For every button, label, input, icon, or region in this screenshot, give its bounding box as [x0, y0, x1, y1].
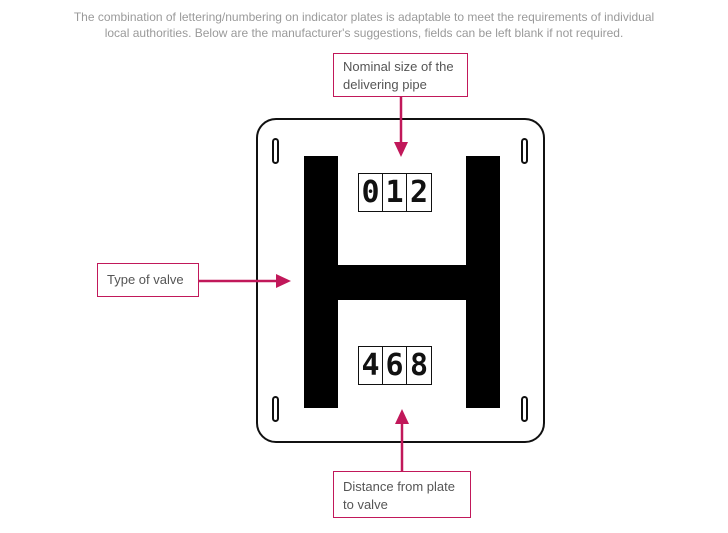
callout-nominal-size-line-2: delivering pipe: [343, 77, 427, 92]
callout-distance: Distance from plate to valve: [333, 471, 471, 518]
distance-digits: 4 6 8: [358, 346, 432, 385]
indicator-plate: 0 1 2 4 6 8: [256, 118, 545, 443]
callout-distance-line-1: Distance from plate: [343, 479, 455, 494]
mounting-slot-top-right: [521, 138, 528, 164]
pipe-size-digit: 2: [409, 174, 429, 210]
intro-line-2: local authorities. Below are the manufac…: [104, 26, 624, 40]
pipe-size-digits: 0 1 2: [358, 173, 432, 212]
arrow-distance-head: [395, 409, 409, 424]
distance-digit: 6: [383, 347, 407, 384]
callout-distance-line-2: to valve: [343, 497, 388, 512]
h-right-stroke: [466, 156, 500, 408]
callout-nominal-size: Nominal size of the delivering pipe: [333, 53, 468, 97]
distance-digit: 8: [409, 347, 429, 383]
arrow-nominal-size-head: [394, 142, 408, 157]
h-crossbar: [336, 265, 468, 300]
intro-text: The combination of lettering/numbering o…: [20, 9, 708, 41]
mounting-slot-top-left: [272, 138, 279, 164]
mounting-slot-bottom-right: [521, 396, 528, 422]
pipe-size-digit: 0: [359, 174, 383, 211]
h-left-stroke: [304, 156, 338, 408]
callout-nominal-size-line-1: Nominal size of the: [343, 59, 454, 74]
mounting-slot-bottom-left: [272, 396, 279, 422]
intro-line-1: The combination of lettering/numbering o…: [73, 10, 655, 24]
pipe-size-digit: 1: [383, 174, 407, 211]
callout-valve-type: Type of valve: [97, 263, 199, 297]
distance-digit: 4: [359, 347, 383, 384]
callout-valve-type-line-1: Type of valve: [107, 272, 184, 287]
arrow-valve-type-head: [276, 274, 291, 288]
